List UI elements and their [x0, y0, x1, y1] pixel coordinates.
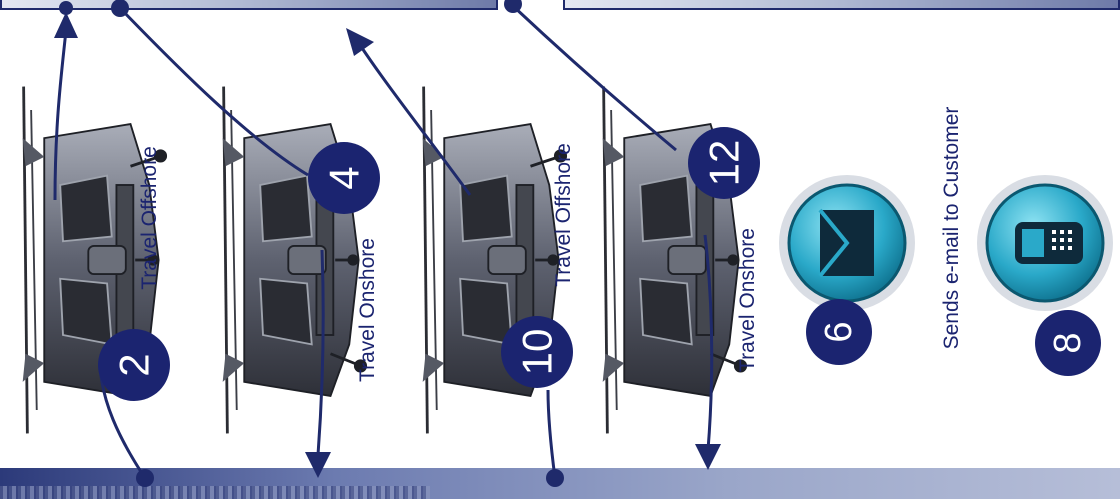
svg-text:10: 10 [514, 329, 561, 376]
envelope-icon [779, 175, 915, 311]
arrowhead-icon [695, 444, 721, 470]
arrowhead-icon [346, 28, 374, 56]
svg-text:8: 8 [1047, 332, 1089, 353]
svg-text:12: 12 [701, 140, 748, 187]
arrowhead-icon [305, 452, 331, 478]
step-badge-2: 2 [98, 329, 170, 401]
step-badge-8: 8 [1035, 310, 1101, 376]
svg-text:6: 6 [818, 321, 860, 342]
step-badge-10: 10 [501, 316, 573, 388]
svg-text:2: 2 [111, 353, 158, 376]
mobile-phone-icon [977, 175, 1113, 311]
arrowhead-icon [54, 12, 78, 38]
connector-line [513, 6, 676, 150]
step-badge-4: 4 [308, 142, 380, 214]
svg-text:4: 4 [321, 166, 368, 189]
connector-dot [136, 469, 154, 487]
helicopter-icon [223, 87, 367, 434]
connector-dot [59, 1, 73, 15]
step-badge-12: 12 [688, 127, 760, 199]
connector-dot [546, 469, 564, 487]
step-badge-6: 6 [806, 299, 872, 365]
connector-line [548, 390, 555, 478]
